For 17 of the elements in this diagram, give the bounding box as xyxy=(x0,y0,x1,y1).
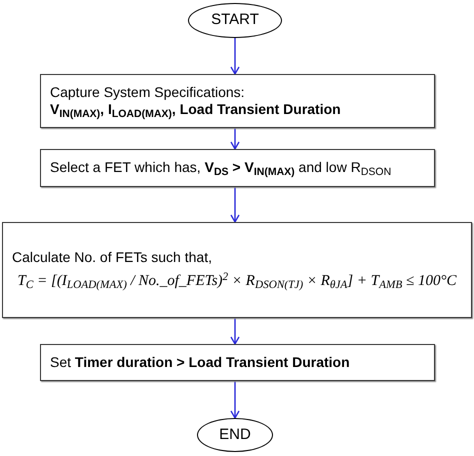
process-box xyxy=(40,74,435,128)
step-text: V$_{IN(MAX)}$, I$_{LOAD(MAX)}$, Load Transient Duration xyxy=(50,101,342,118)
arrow xyxy=(230,128,240,150)
process-box xyxy=(40,344,435,381)
step-text: Capture System Specifications: xyxy=(50,84,246,101)
step-text: Set Timer duration > Load Transient Duration xyxy=(50,354,351,372)
step-text: Select a FET which has, V$_{DS}$ > V$_{IN(MAX)}$ and low R$_{DSON}$ xyxy=(50,159,392,177)
arrow xyxy=(230,187,240,223)
arrow xyxy=(230,38,240,75)
step-text: Calculate No. of FETs such that, xyxy=(12,248,213,266)
process-box xyxy=(40,149,435,187)
process-box xyxy=(2,222,472,318)
step-text: END xyxy=(219,426,251,444)
arrow xyxy=(230,381,240,419)
formula: T$_{C}$ = [(I$_{LOAD(MAX)}$ / No._of_FETs)$^{2}$ × R$_{DSON(TJ)}$ × R$_{θJA}$] + T$_{AMB}$ ≤ 100°C xyxy=(18,272,456,292)
arrow xyxy=(230,318,240,345)
step-text: START xyxy=(211,11,259,30)
